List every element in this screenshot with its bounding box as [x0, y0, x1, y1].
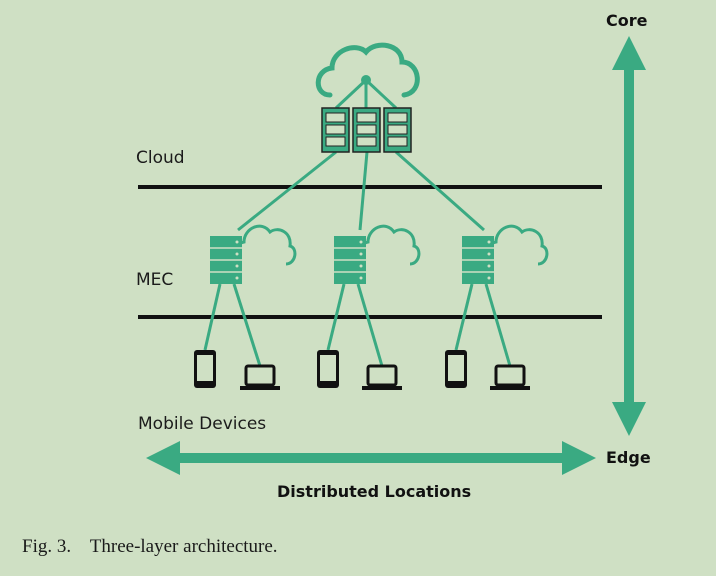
- distributed-locations-arrow: [146, 441, 596, 475]
- cloud-hub-dot: [361, 75, 371, 85]
- laptop-icon: [362, 364, 402, 390]
- figure-number: Fig. 3.: [22, 536, 72, 557]
- mec-cloud-icon: [357, 224, 421, 266]
- mec-node-1: [210, 224, 297, 284]
- mec-node-2: [334, 224, 421, 284]
- core-server-rack-right: [383, 107, 412, 153]
- mec-cloud-icon: [233, 224, 297, 266]
- laptop-icon: [490, 364, 530, 390]
- edge-axis-label: Edge: [606, 448, 651, 467]
- cloud-layer-label: Cloud: [136, 148, 185, 168]
- core-server-rack-left: [321, 107, 350, 153]
- central-cloud-icon: [315, 42, 420, 98]
- phone-icon: [445, 350, 467, 388]
- figure-caption-text: Three-layer architecture.: [89, 536, 278, 557]
- core-axis-label: Core: [606, 11, 648, 30]
- core-server-rack-middle: [352, 107, 381, 153]
- core-edge-arrow: [612, 36, 646, 436]
- mec-device-links: [203, 283, 512, 367]
- mec-cloud-icon: [485, 224, 549, 266]
- devices-layer-label: Mobile Devices: [138, 414, 267, 434]
- figure-caption: Fig. 3. Three-layer architecture.: [22, 536, 278, 558]
- phone-icon: [194, 350, 216, 388]
- laptop-icon: [240, 364, 280, 390]
- phone-icon: [317, 350, 339, 388]
- cloud-mec-links: [237, 150, 485, 232]
- distributed-locations-label: Distributed Locations: [277, 482, 472, 501]
- mec-node-3: [462, 224, 549, 284]
- mec-layer-label: MEC: [136, 270, 174, 290]
